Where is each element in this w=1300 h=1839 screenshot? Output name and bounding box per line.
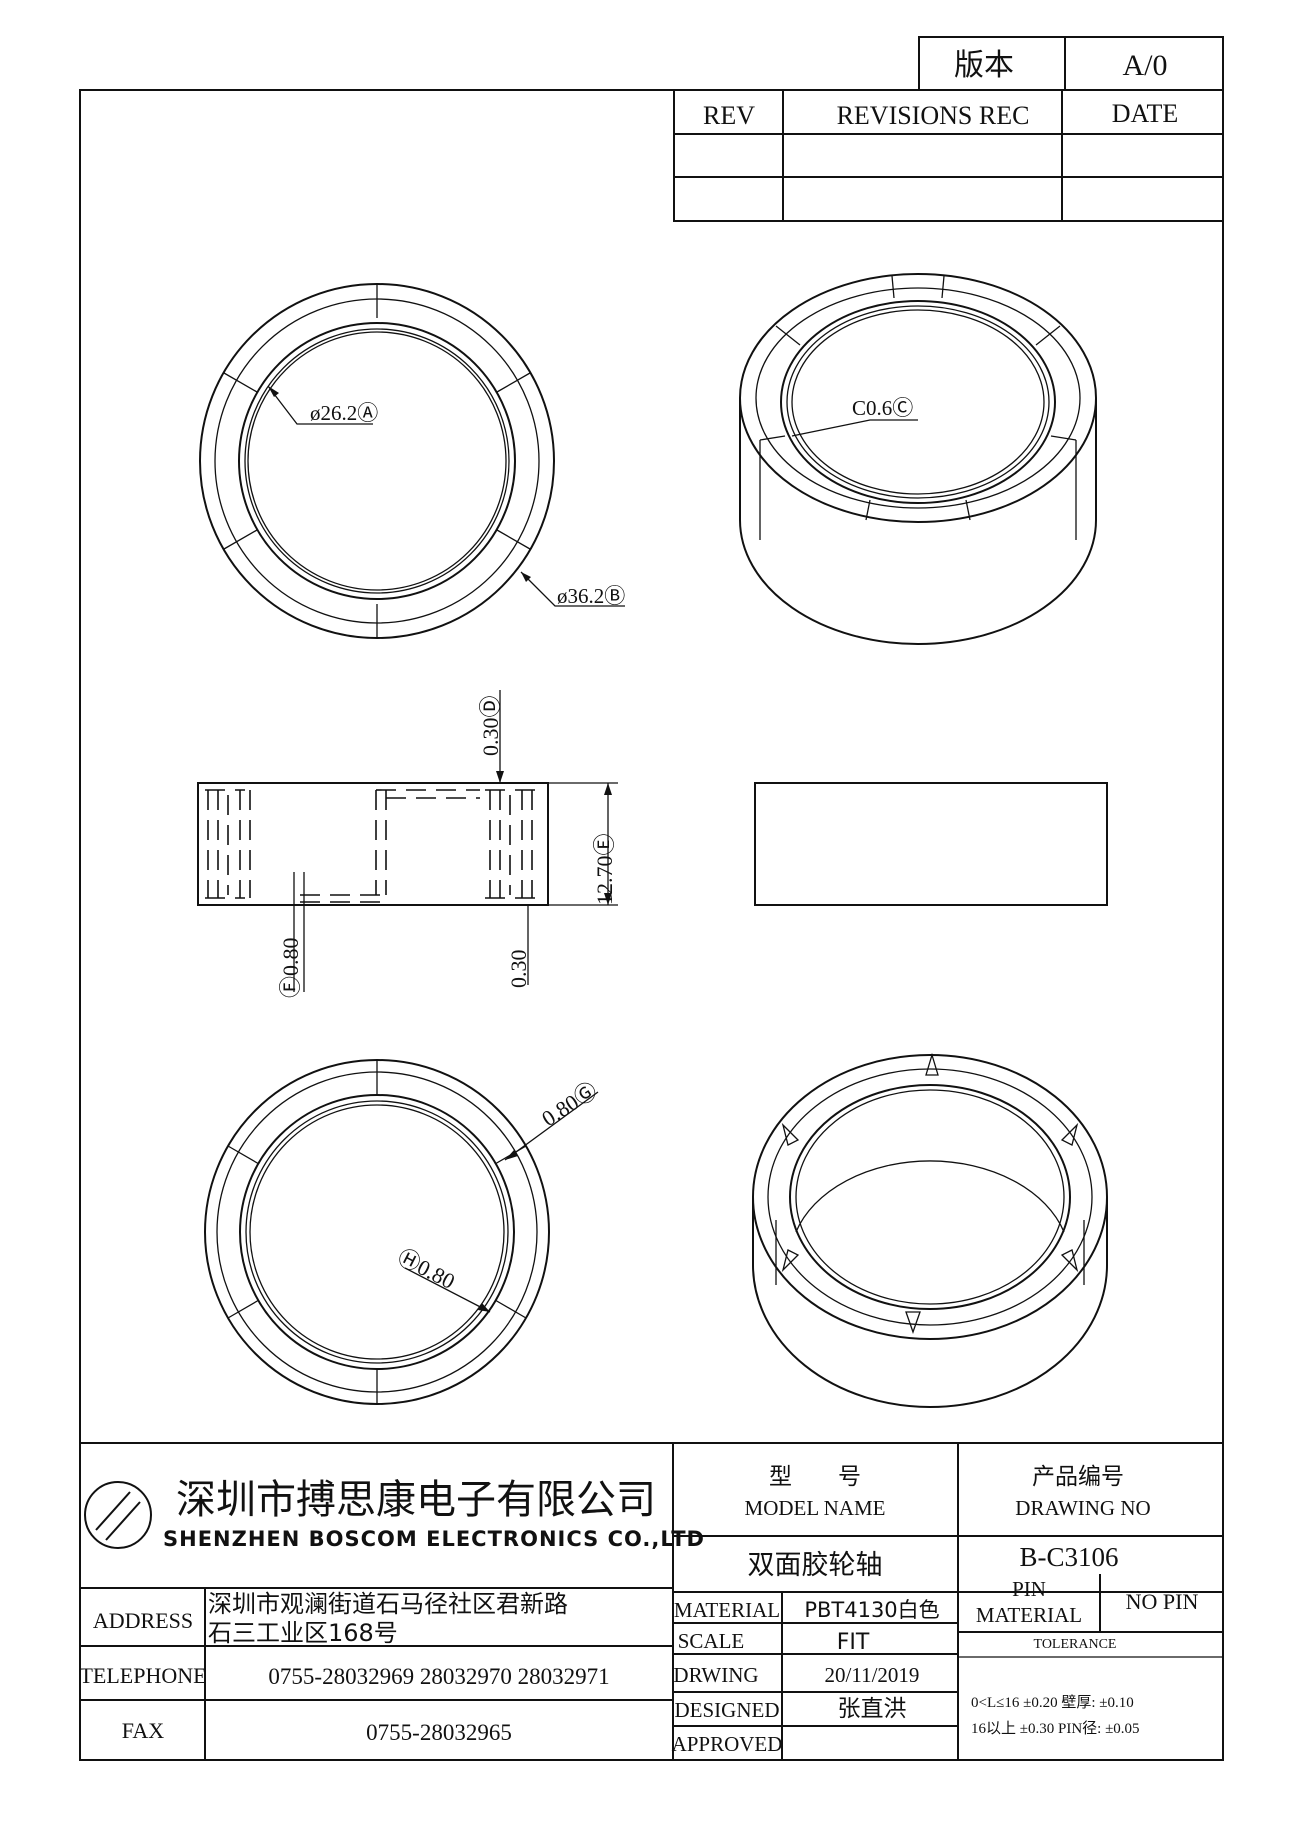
designed-label: DESIGNED (675, 1698, 780, 1722)
scale-value: FIT (837, 1630, 870, 1655)
drwing-label: DRWING (673, 1663, 758, 1687)
designed-value: 张直洪 (838, 1696, 907, 1722)
material-value: PBT4130白色 (804, 1598, 939, 1622)
top-view: ø26.2Ⓐ ø36.2Ⓑ (199, 283, 625, 639)
pin-label-1: PIN (1012, 1577, 1046, 1601)
drawing-frame (79, 89, 1224, 1761)
iso-view-bottom (752, 1052, 1108, 1408)
drawing-no-cn: 产品编号 (1032, 1464, 1124, 1490)
model-name-value: 双面胶轮轴 (748, 1550, 883, 1581)
title-block: 深圳市搏思康电子有限公司 SHENZHEN BOSCOM ELECTRONICS… (79, 1442, 1223, 1760)
pin-value: NO PIN (1126, 1589, 1199, 1614)
dim-bottom-gap: 0.30 (506, 950, 531, 989)
model-name-en: MODEL NAME (745, 1496, 886, 1520)
dim-wall-h: Ⓗ0.80 (394, 1244, 459, 1294)
scale-label: SCALE (678, 1629, 745, 1653)
dim-inner-diameter: ø26.2Ⓐ (310, 401, 378, 425)
dim-height: 12.70Ⓔ (592, 833, 617, 905)
telephone-value: 0755-28032969 28032970 28032971 (268, 1664, 609, 1689)
bottom-view: 0.80Ⓖ Ⓗ0.80 (204, 1059, 601, 1405)
company-logo (84, 1481, 152, 1549)
dim-top-gap: 0.30Ⓓ (478, 695, 503, 756)
drwing-value: 20/11/2019 (825, 1663, 920, 1687)
telephone-label: TELEPHONE (79, 1663, 206, 1688)
tolerance-line-2: 16以上 ±0.30 PIN径: ±0.05 (971, 1720, 1140, 1737)
dim-outer-diameter: ø36.2Ⓑ (557, 584, 625, 608)
address-line2: 石三工业区168号 (208, 1619, 398, 1647)
revisions-rec-header: REVISIONS REC (837, 101, 1030, 130)
revisions-table: REV REVISIONS REC DATE (673, 89, 1224, 222)
approved-label: APPROVED (672, 1732, 783, 1756)
drawing-no-en: DRAWING NO (1015, 1496, 1150, 1520)
fax-label: FAX (122, 1718, 164, 1743)
company-name-en: SHENZHEN BOSCOM ELECTRONICS CO.,LTD (163, 1527, 705, 1551)
date-header: DATE (1112, 99, 1178, 128)
rev-header: REV (703, 101, 755, 130)
version-label: 版本 (954, 49, 1014, 82)
tolerance-line-1: 0<L≤16 ±0.20 壁厚: ±0.10 (971, 1694, 1134, 1711)
version-value: A/0 (1123, 49, 1168, 82)
fax-value: 0755-28032965 (366, 1720, 512, 1745)
version-box: 版本 A/0 (918, 36, 1224, 91)
material-label: MATERIAL (674, 1598, 780, 1622)
dim-wall-g: 0.80Ⓖ (537, 1077, 601, 1131)
front-view (754, 782, 1108, 906)
tolerance-label: TOLERANCE (1034, 1637, 1117, 1652)
dim-wall-left: Ⓕ0.80 (278, 937, 303, 998)
pin-label-2: MATERIAL (976, 1603, 1082, 1627)
dim-chamfer: C0.6Ⓒ (852, 396, 913, 420)
address-line1: 深圳市观澜街道石马径社区君新路 (208, 1590, 568, 1618)
address-label: ADDRESS (93, 1608, 193, 1633)
company-name-cn: 深圳市搏思康电子有限公司 (176, 1477, 656, 1523)
iso-view-top: C0.6Ⓒ (739, 273, 1097, 645)
model-name-cn: 型 号 (769, 1464, 861, 1490)
side-section-view: 12.70Ⓔ 0.30Ⓓ Ⓕ0.80 0.30 (197, 690, 618, 998)
drawing-no-value: B-C3106 (1019, 1542, 1118, 1572)
